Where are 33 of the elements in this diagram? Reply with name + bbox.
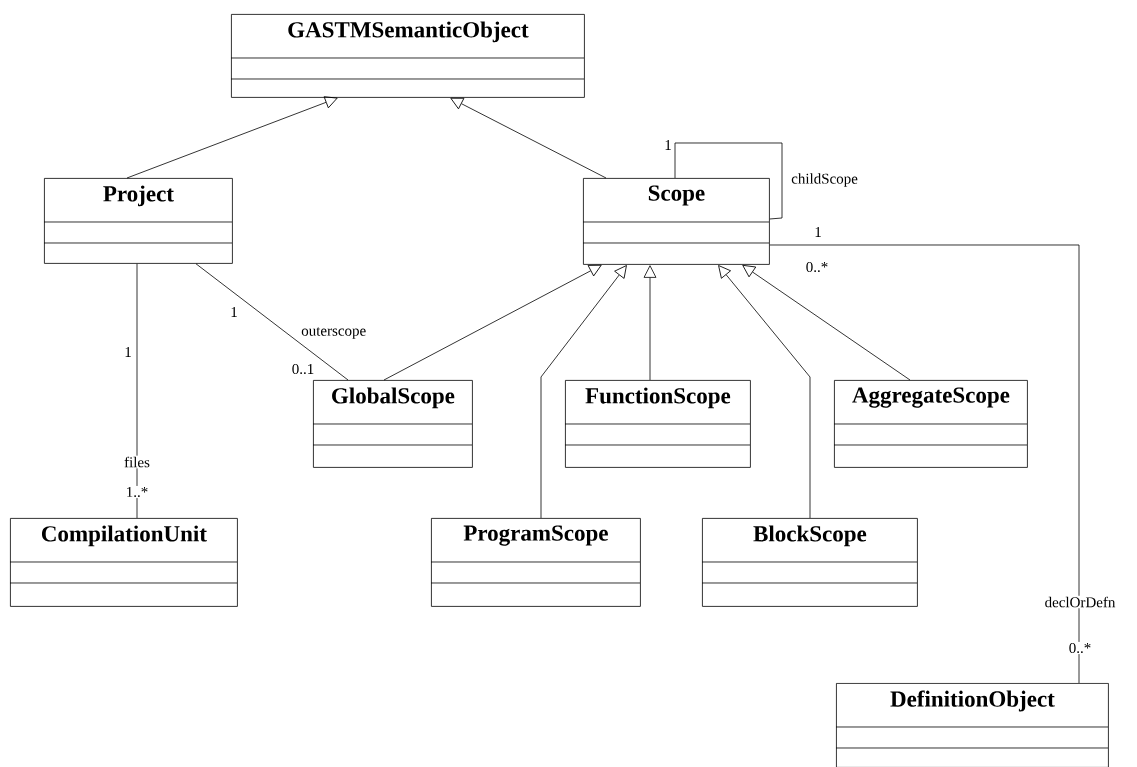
class-box: FunctionScope [564,380,751,468]
generalization-arrow [742,264,911,381]
generalization-arrow [126,96,338,179]
association-line [674,142,783,220]
class-box: BlockScope [701,518,918,607]
multiplicity-label: 1 [815,227,821,237]
multiplicity-label: 1 [125,347,131,357]
association-line [195,263,349,381]
class-box: ProgramScope [430,518,641,607]
class-box: GASTMSemanticObject [230,14,585,98]
multiplicity-label: 0..1 [292,363,314,375]
class-box: AggregateScope [833,380,1028,468]
association-line [769,244,1080,684]
generalization-arrow [540,265,627,519]
edge-label: outerscope [301,327,366,339]
multiplicity-label: 0..* [1067,641,1093,655]
generalization-arrow [383,264,602,381]
generalization-arrow [450,97,607,179]
class-box: Project [43,178,233,264]
class-box: DefinitionObject [835,683,1109,767]
edge-label: files [123,455,151,469]
multiplicity-label: 0..* [806,261,828,273]
generalization-arrow [718,265,811,519]
multiplicity-label: 1 [231,307,237,317]
edge-label: declOrDefn [1043,595,1117,609]
class-box: Scope [582,178,770,265]
association-line [136,263,138,519]
multiplicity-label: 1..* [124,485,150,499]
edge-label: childScope [791,173,858,187]
multiplicity-label: 1 [665,140,671,150]
class-box: CompilationUnit [9,518,238,607]
generalization-arrow [643,265,657,381]
class-box: GlobalScope [312,380,473,468]
